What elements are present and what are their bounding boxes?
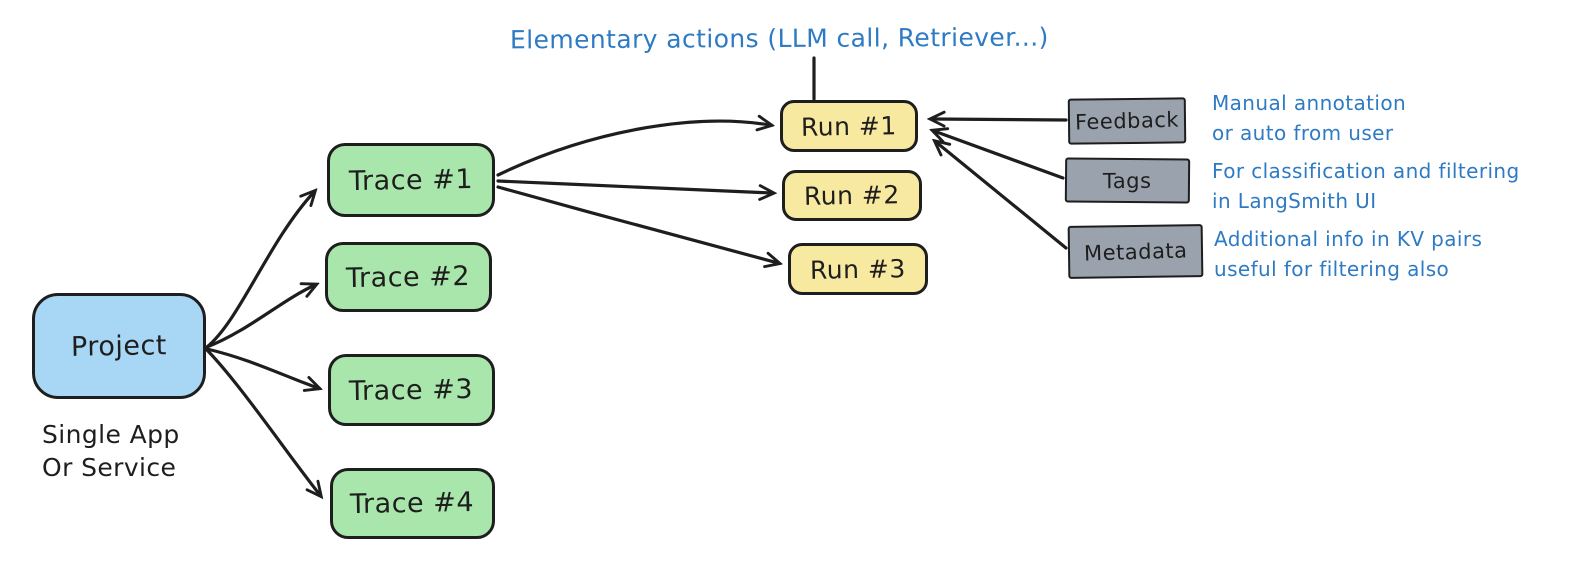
node-run-2: Run #2: [782, 170, 922, 221]
arrow-trace1-to-run3: [496, 185, 778, 263]
node-trace-4: Trace #4: [330, 468, 495, 539]
metadata-label: Metadata: [1083, 237, 1188, 266]
trace-1-label: Trace #1: [348, 163, 474, 197]
node-project: Project: [32, 293, 206, 399]
trace-2-label: Trace #2: [346, 260, 471, 294]
arrow-project-to-trace2: [205, 285, 315, 349]
arrow-group: [205, 56, 1068, 495]
node-trace-3: Trace #3: [328, 354, 495, 426]
arrow-tags-to-run1: [934, 131, 1065, 180]
run-2-label: Run #2: [803, 180, 901, 211]
arrow-metadata-to-run1: [936, 142, 1068, 250]
feedback-note-line2: or auto from user: [1212, 121, 1394, 145]
project-caption: Single App Or Service: [42, 418, 180, 484]
project-label: Project: [70, 329, 168, 363]
diagram-title: Elementary actions (LLM call, Retriever.…: [509, 22, 1049, 55]
feedback-label: Feedback: [1074, 107, 1180, 135]
metadata-note-line1: Additional info in KV pairs: [1214, 227, 1483, 251]
feedback-note-line1: Manual annotation: [1212, 91, 1407, 115]
arrow-project-to-trace4: [205, 348, 320, 495]
arrow-trace1-to-run2: [496, 179, 772, 193]
metadata-note-line2: useful for filtering also: [1214, 257, 1450, 281]
feedback-note: Manual annotation or auto from user: [1212, 88, 1406, 148]
arrow-project-to-trace3: [205, 347, 318, 388]
node-trace-1: Trace #1: [327, 143, 495, 217]
node-feedback: Feedback: [1067, 97, 1187, 145]
trace-3-label: Trace #3: [349, 373, 474, 407]
node-trace-2: Trace #2: [325, 242, 492, 312]
tags-note-line1: For classification and filtering: [1212, 159, 1520, 183]
trace-4-label: Trace #4: [350, 486, 475, 521]
node-metadata: Metadata: [1067, 224, 1204, 279]
node-tags: Tags: [1064, 157, 1191, 204]
tags-note: For classification and filtering in Lang…: [1212, 156, 1520, 216]
arrow-trace1-to-run1: [496, 121, 770, 177]
node-run-1: Run #1: [780, 100, 918, 152]
run-1-label: Run #1: [800, 110, 898, 142]
arrow-project-to-trace1: [205, 192, 314, 349]
metadata-note: Additional info in KV pairs useful for f…: [1214, 224, 1482, 284]
project-caption-line2: Or Service: [42, 453, 177, 482]
tags-label: Tags: [1103, 168, 1152, 193]
tags-note-line2: in LangSmith UI: [1212, 189, 1377, 213]
run-3-label: Run #3: [809, 253, 907, 285]
project-caption-line1: Single App: [42, 420, 180, 449]
node-run-3: Run #3: [788, 243, 928, 295]
arrow-feedback-to-run1: [932, 119, 1068, 120]
